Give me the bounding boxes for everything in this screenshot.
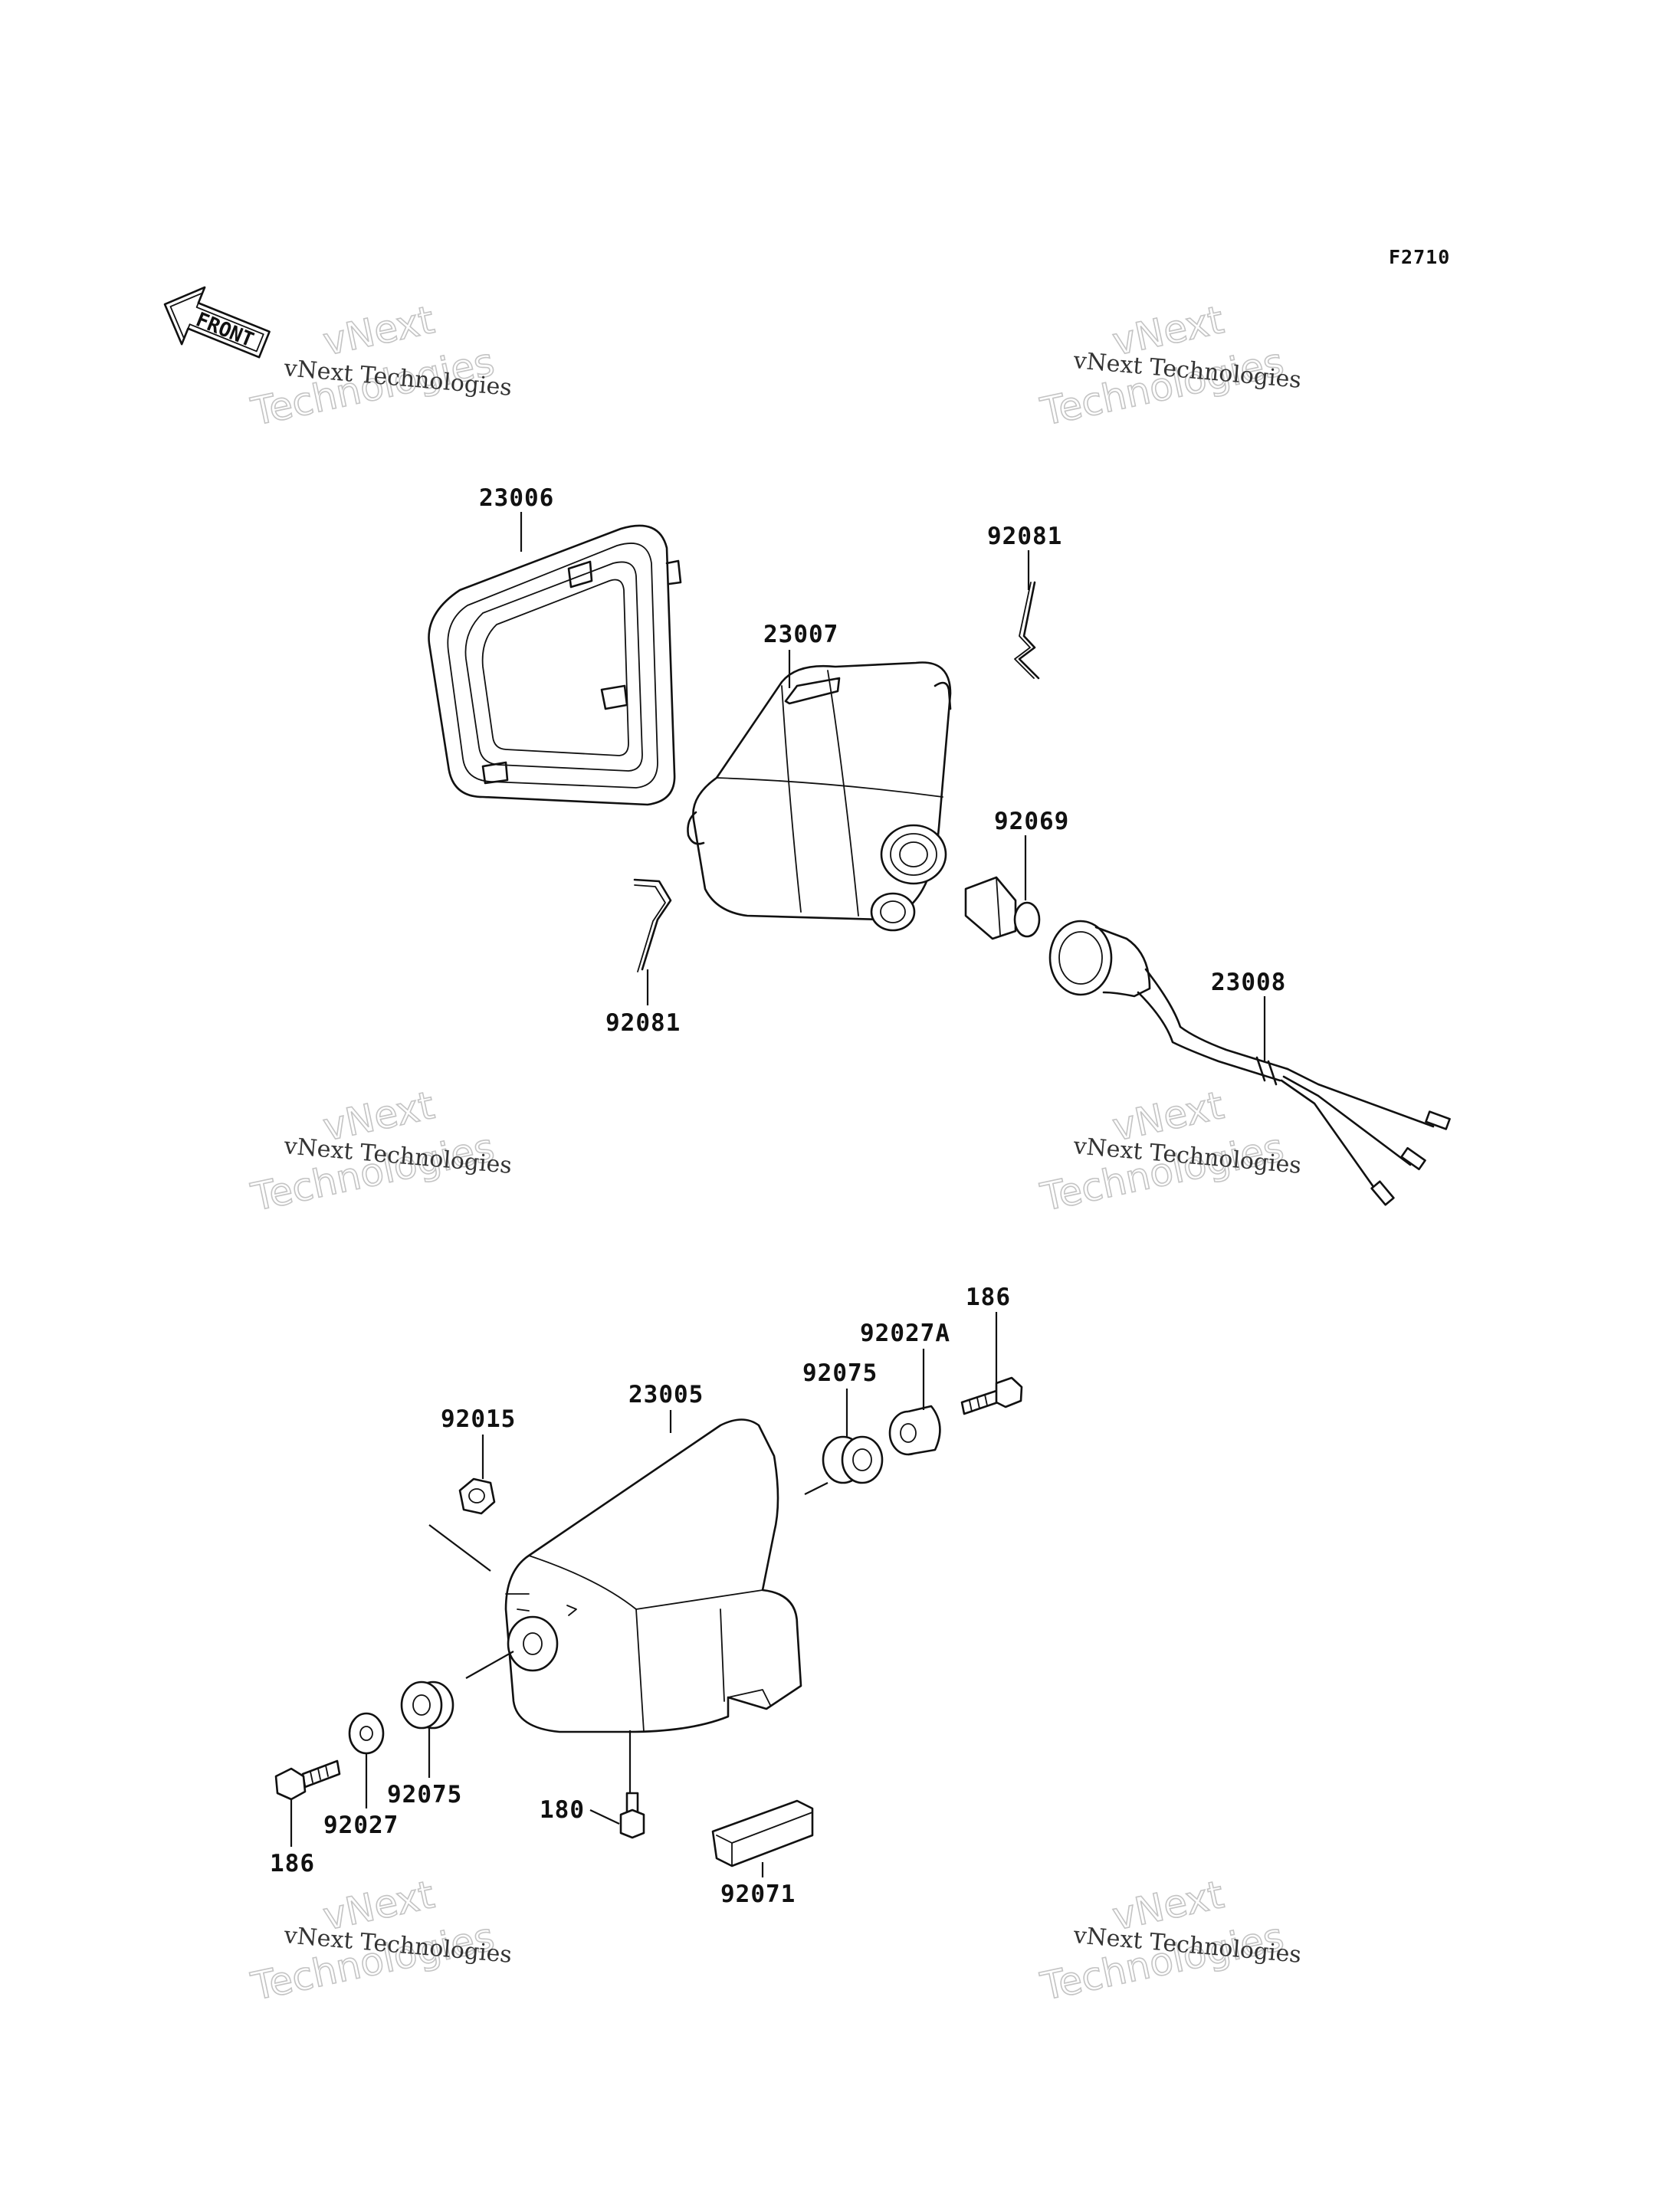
label-92075-top: 92075 [802,1359,878,1387]
part-23007-headlight [687,661,952,932]
label-23007: 23007 [763,621,838,648]
part-92027A-collar [888,1405,941,1456]
part-186-bolt-bottom [274,1759,341,1801]
label-92027A: 92027A [860,1320,950,1347]
part-92069-bulb [964,876,1041,940]
part-180-screw [619,1792,645,1839]
label-92081-top: 92081 [987,523,1062,550]
label-23008: 23008 [1211,969,1286,996]
label-92069: 92069 [994,808,1069,835]
front-arrow-icon: FRONT [163,286,271,359]
label-92071: 92071 [720,1881,796,1908]
part-92075-grommet-bottom [400,1681,454,1730]
label-92015: 92015 [441,1405,516,1433]
part-23008-socket-wire [1048,920,1451,1206]
part-92075-grommet-top [822,1435,884,1484]
label-186-top: 186 [966,1284,1011,1311]
part-92027-washer [348,1712,385,1755]
label-180: 180 [540,1796,585,1824]
part-92081-clip-top [1014,581,1040,680]
label-92081-bottom: 92081 [605,1009,681,1037]
part-92015-nut [458,1477,496,1515]
label-186-bottom: 186 [270,1850,315,1877]
label-92027: 92027 [323,1812,399,1839]
leader-lines [290,512,1266,1877]
label-23005: 23005 [628,1381,704,1408]
part-23005-cover [504,1418,802,1733]
figure-code: F2710 [1389,246,1450,268]
watermark: vNext Technologies [247,297,499,434]
part-92071-pad [711,1799,814,1867]
label-92075-bottom: 92075 [387,1781,462,1808]
part-186-bolt-top [960,1376,1023,1415]
part-92081-clip-bottom [633,878,672,972]
part-23006-rim [428,524,682,806]
label-23006: 23006 [479,484,554,512]
